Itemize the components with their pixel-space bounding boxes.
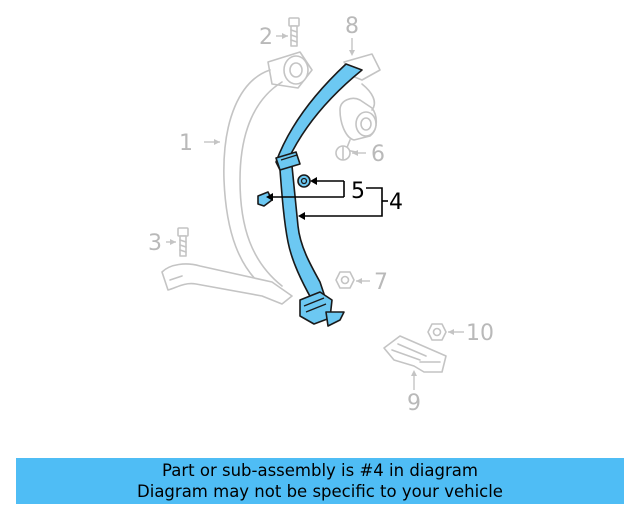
part-7-nut xyxy=(335,271,355,289)
banner-line-part: Part or sub-assembly is #4 in diagram xyxy=(162,461,478,480)
banner-line-disclaimer: Diagram may not be specific to your vehi… xyxy=(137,482,503,501)
part-2-bolt xyxy=(288,17,300,47)
callout-4: 4 xyxy=(389,190,403,215)
callout-10: 10 xyxy=(466,321,494,346)
part-1-seat-belt-assembly xyxy=(161,51,313,305)
part-3-bolt xyxy=(177,227,189,257)
callout-8: 8 xyxy=(345,14,359,39)
callout-labels: 1 2 3 4 5 6 7 8 9 10 xyxy=(148,14,494,416)
part-4-seat-belt-highlighted xyxy=(257,63,363,327)
callout-5: 5 xyxy=(351,179,365,204)
part-6-plug xyxy=(335,145,351,161)
part-10-nut xyxy=(427,323,447,341)
callout-9: 9 xyxy=(407,391,421,416)
leader-lines xyxy=(166,33,464,390)
callout-6: 6 xyxy=(371,142,385,167)
part-9-bracket xyxy=(383,335,447,373)
callout-7: 7 xyxy=(374,270,388,295)
callout-3: 3 xyxy=(148,231,162,256)
callout-1: 1 xyxy=(179,131,193,156)
info-banner: Part or sub-assembly is #4 in diagram Di… xyxy=(16,458,624,504)
callout-2: 2 xyxy=(259,25,273,50)
parts-diagram: 1 2 3 4 5 6 7 8 9 10 xyxy=(148,14,494,416)
